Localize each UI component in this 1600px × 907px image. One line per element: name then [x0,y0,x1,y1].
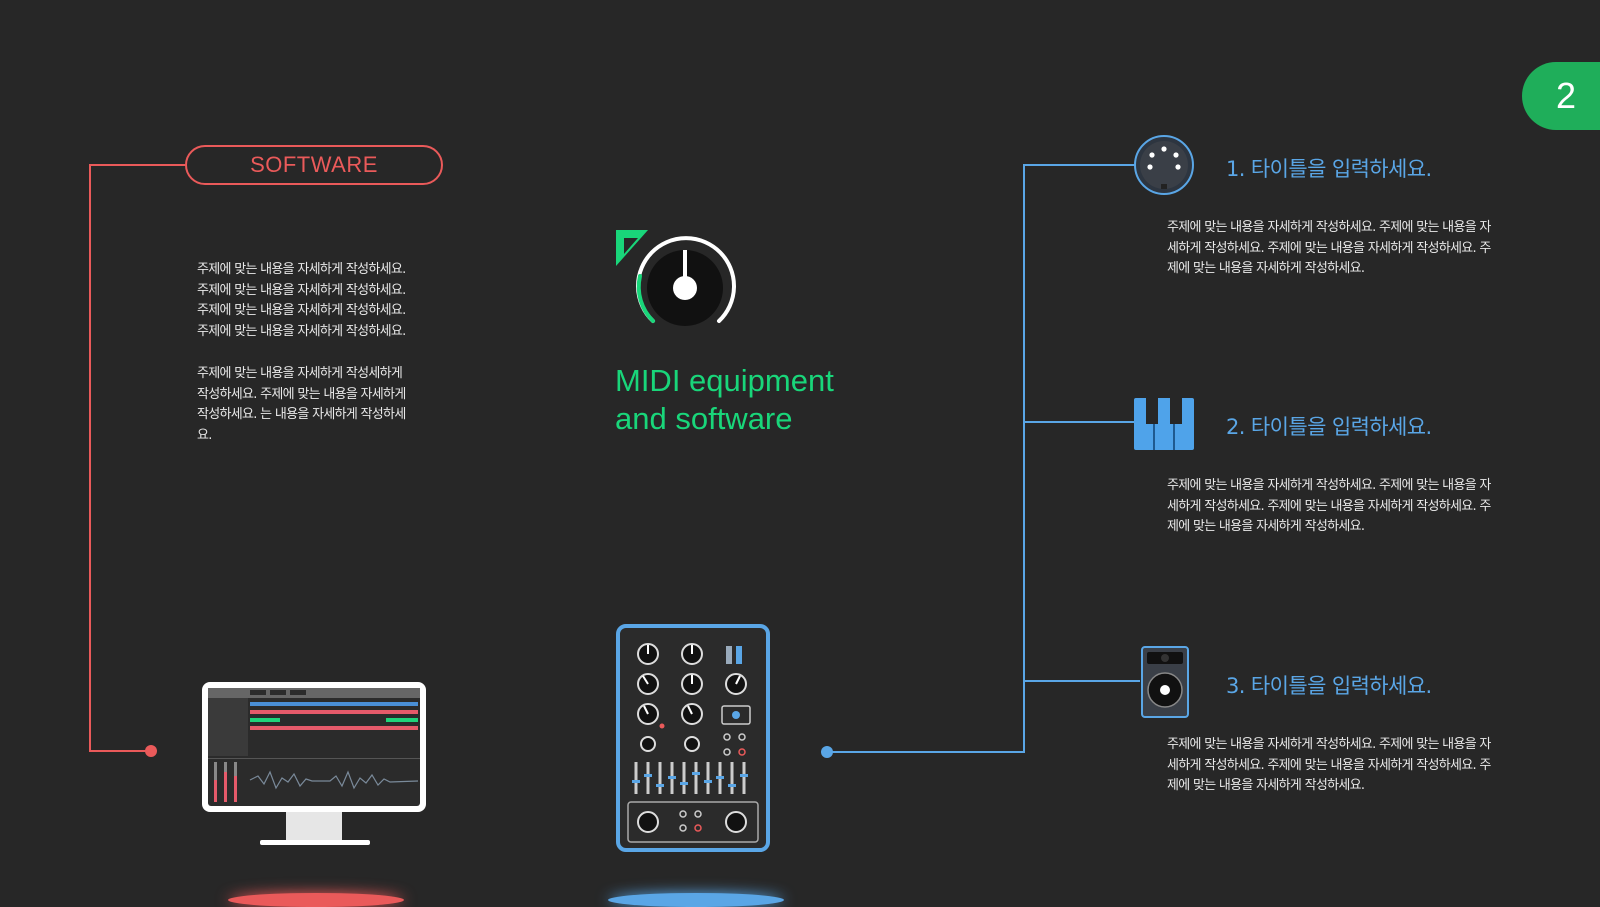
hero-title: MIDI equipment and software [615,362,915,438]
monitor-daw-icon [202,682,426,845]
software-paragraph-2: 주제에 맞는 내용을 자세하게 작성세하게 작성하세요. 주제에 맞는 내용을 … [197,364,437,446]
software-label-pill: SOFTWARE [185,145,443,185]
text-line: 요. [197,427,212,443]
text-line: 제에 맞는 내용을 자세하게 작성하세요. [1167,519,1365,534]
hero-title-line-1: MIDI equipment [615,363,834,398]
text-line: 주제에 맞는 내용을 자세하게 작성하세요. 주제에 맞는 내용을 자 [1167,478,1491,493]
hardware-connector-line [827,164,1137,753]
text-line: 제에 맞는 내용을 자세하게 작성하세요. [1167,261,1365,276]
software-connector-dot [145,745,157,757]
text-line: 주제에 맞는 내용을 자세하게 작성하세요. [197,282,406,298]
hardware-connector-dot [821,746,833,758]
text-line: 세하게 작성하세요. 주제에 맞는 내용을 자세하게 작성하세요. 주 [1167,240,1491,256]
software-label: SOFTWARE [250,152,378,177]
text-line: 세하게 작성하세요. 주제에 맞는 내용을 자세하게 작성하세요. 주 [1167,498,1491,514]
software-glow [228,893,404,907]
text-line: 주제에 맞는 내용을 자세하게 작성하세요. [197,262,406,277]
midi-connector-icon [1134,135,1194,195]
text-line: 주제에 맞는 내용을 자세하게 작성세하게 [197,366,403,381]
text-line: 주제에 맞는 내용을 자세하게 작성하세요. [197,303,406,318]
text-line: 주제에 맞는 내용을 자세하게 작성하세요. [197,323,406,339]
knob-icon [616,230,736,326]
text-line: 제에 맞는 내용을 자세하게 작성하세요. [1167,778,1365,793]
hero-title-line-2: and software [615,401,793,436]
piano-keys-icon [1134,398,1194,450]
item-2-title: 2. 타이틀을 입력하세요. [1226,415,1432,439]
text-line: 주제에 맞는 내용을 자세하게 작성하세요. 주제에 맞는 내용을 자 [1167,220,1491,235]
item-1-description: 주제에 맞는 내용을 자세하게 작성하세요. 주제에 맞는 내용을 자 세하게 … [1167,218,1522,280]
item-1-title: 1. 타이틀을 입력하세요. [1226,157,1432,181]
item-3-description: 주제에 맞는 내용을 자세하게 작성하세요. 주제에 맞는 내용을 자 세하게 … [1167,735,1522,797]
item-3-title: 3. 타이틀을 입력하세요. [1226,674,1432,698]
text-line: 작성하세요. 는 내용을 자세하게 작성하세 [197,407,406,422]
page-number-badge: 2 [1522,62,1600,130]
text-line: 주제에 맞는 내용을 자세하게 작성하세요. 주제에 맞는 내용을 자 [1167,737,1491,752]
software-paragraph-1: 주제에 맞는 내용을 자세하게 작성하세요. 주제에 맞는 내용을 자세하게 작… [197,260,437,342]
hardware-glow [608,893,784,907]
speaker-icon [1141,646,1189,718]
page-number: 2 [1556,75,1577,116]
mixer-controller-icon [616,624,770,852]
item-2-description: 주제에 맞는 내용을 자세하게 작성하세요. 주제에 맞는 내용을 자 세하게 … [1167,476,1522,538]
text-line: 세하게 작성하세요. 주제에 맞는 내용을 자세하게 작성하세요. 주 [1167,757,1491,773]
software-connector-line [89,164,185,752]
text-line: 작성하세요. 주제에 맞는 내용을 자세하게 [197,386,406,402]
